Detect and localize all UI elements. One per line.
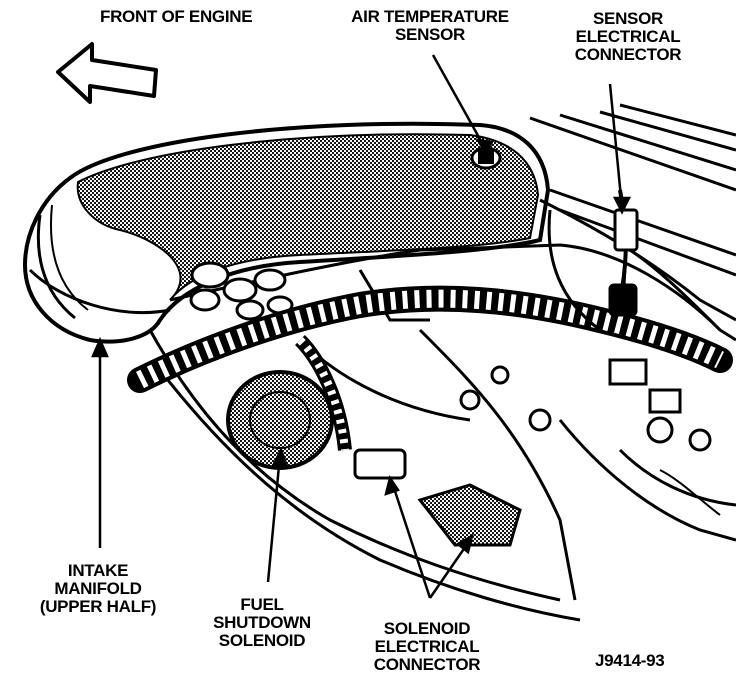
intake-manifold — [22, 121, 551, 344]
label-line: SOLENOID — [218, 631, 306, 650]
label-line: ELECTRICAL — [575, 27, 681, 46]
label-line: SENSOR — [395, 25, 465, 44]
label-line: SOLENOID — [383, 619, 471, 638]
label-line: FUEL — [240, 595, 284, 614]
wiring-harness — [127, 189, 733, 451]
injector-cluster — [189, 261, 294, 321]
front-of-engine-text: FRONT OF ENGINE — [100, 7, 253, 26]
air-temperature-sensor-label: AIR TEMPERATURE SENSOR — [330, 8, 530, 44]
sensor-electrical-connector — [608, 208, 639, 317]
front-arrow-icon — [56, 42, 158, 104]
leader-lines — [91, 54, 632, 599]
label-line: SHUTDOWN — [213, 613, 311, 632]
intake-manifold-label: INTAKE MANIFOLD (UPPER HALF) — [28, 562, 168, 616]
figure-id: J9414-93 — [595, 651, 665, 670]
label-line: (UPPER HALF) — [39, 597, 157, 616]
solenoid-electrical-connector-label: SOLENOID ELECTRICAL CONNECTOR — [352, 620, 502, 674]
solenoid-electrical-connector — [353, 448, 522, 547]
front-of-engine-label: FRONT OF ENGINE — [100, 7, 253, 26]
label-line: CONNECTOR — [574, 45, 682, 64]
label-line: INTAKE — [67, 561, 129, 580]
label-line: ELECTRICAL — [374, 637, 480, 656]
figure-id-text: J9414-93 — [595, 651, 665, 670]
sensor-electrical-connector-label: SENSOR ELECTRICAL CONNECTOR — [548, 10, 708, 64]
fuel-shutdown-solenoid-label: FUEL SHUTDOWN SOLENOID — [192, 596, 332, 650]
label-line: AIR TEMPERATURE — [351, 7, 509, 26]
label-line: SENSOR — [593, 9, 663, 28]
label-line: CONNECTOR — [373, 655, 481, 674]
label-line: MANIFOLD — [54, 579, 142, 598]
